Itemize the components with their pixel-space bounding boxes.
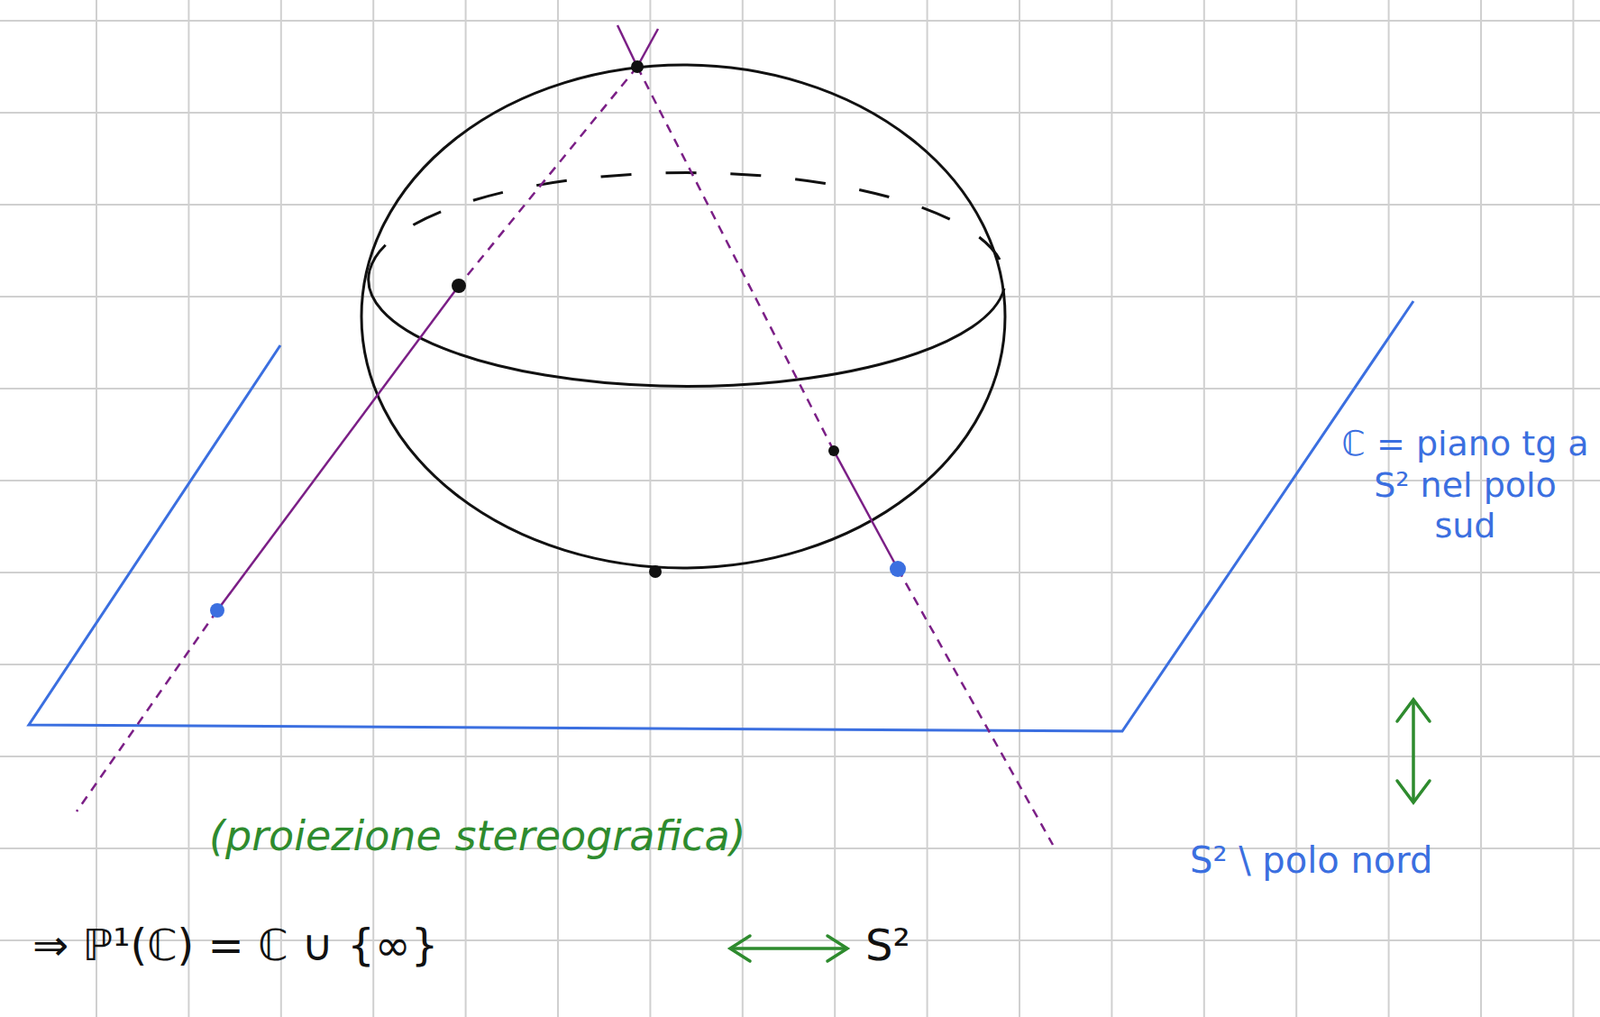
correspondence-arrow [1397, 699, 1430, 803]
sphere-point [451, 278, 467, 293]
plane-point [889, 560, 906, 577]
projection-ray [217, 285, 459, 611]
plane-point [210, 603, 225, 618]
sphere [361, 64, 1006, 568]
projection-ray [637, 28, 659, 67]
correspondence-arrow [730, 935, 848, 961]
formula: S² [865, 919, 911, 972]
sphere-point [828, 445, 840, 457]
plane-note: ℂ = piano tg a S² nel polo sud [1341, 423, 1590, 548]
south-pole-dot [649, 565, 662, 578]
projection-ray [76, 610, 218, 812]
formula: ⇒ ℙ¹(ℂ) = ℂ ∪ {∞} [32, 919, 439, 972]
projection-ray [637, 66, 834, 451]
projection-ray [833, 450, 898, 569]
north-pole-dot [630, 60, 644, 74]
equator-front [368, 270, 1005, 386]
equator-back [369, 173, 1006, 289]
projection-ray [617, 25, 638, 67]
projection-ray [897, 568, 1053, 845]
caption-note: (proiezione stereografica) [209, 811, 747, 861]
tangent-plane [28, 301, 1414, 732]
projection-ray [458, 66, 638, 286]
sphere-note: S² \ polo nord [1189, 838, 1433, 882]
